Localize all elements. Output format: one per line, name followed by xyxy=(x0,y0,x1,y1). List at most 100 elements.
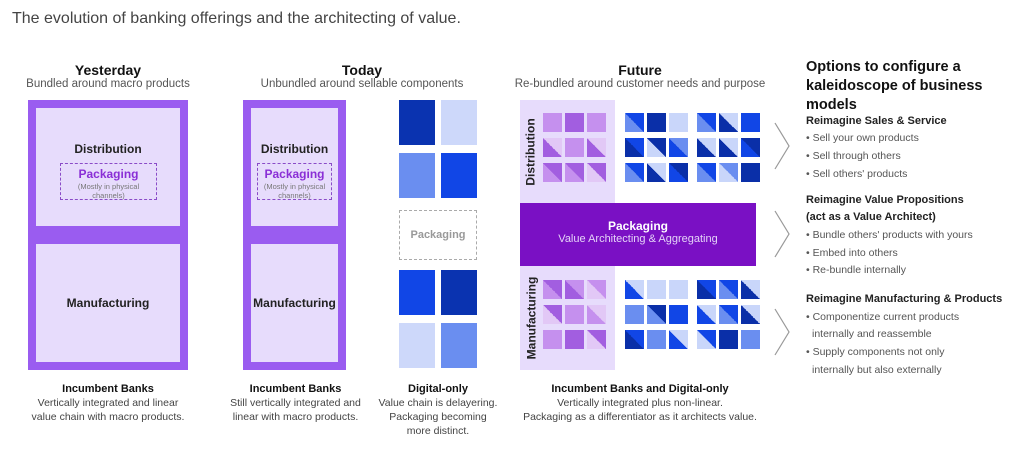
kaleidoscope-tile xyxy=(741,305,760,324)
kaleidoscope-tile xyxy=(587,113,606,132)
kaleidoscope-tile xyxy=(741,280,760,299)
caption-line: Packaging becoming xyxy=(389,411,487,423)
option-group-title: Reimagine Value Propositions xyxy=(806,194,964,206)
manufacturing-panel: Manufacturing xyxy=(251,244,338,362)
caption-title: Incumbent Banks xyxy=(249,383,342,395)
caption-line: value chain with macro products. xyxy=(31,411,185,423)
kaleidoscope-tile xyxy=(697,113,716,132)
component-square xyxy=(441,323,477,368)
packaging-box: Packaging(Mostly in physical channels) xyxy=(257,163,332,200)
kaleidoscope-tile xyxy=(625,280,644,299)
packaging-note: (Mostly in physical channels) xyxy=(77,182,140,200)
kaleidoscope-tile xyxy=(565,280,584,299)
kaleidoscope-tile xyxy=(625,138,644,157)
option-item: • Embed into others xyxy=(806,247,898,259)
yesterday-heading: Yesterday xyxy=(74,62,142,78)
component-square xyxy=(399,270,435,315)
option-group-title: Reimagine Sales & Service xyxy=(806,115,947,127)
kaleidoscope-tile xyxy=(697,330,716,349)
kaleidoscope-tile xyxy=(741,163,760,182)
caption-line: Packaging as a differentiator as it arch… xyxy=(523,411,757,423)
today-heading: Today xyxy=(341,62,383,78)
kaleidoscope-tile xyxy=(543,305,562,324)
manufacturing-label: Manufacturing xyxy=(66,296,150,310)
kaleidoscope-tile xyxy=(625,113,644,132)
future-heading: Future xyxy=(618,62,662,78)
kaleidoscope-tile xyxy=(587,163,606,182)
option-item: internally and reassemble xyxy=(812,328,932,340)
page-title: The evolution of banking offerings and t… xyxy=(12,10,461,27)
kaleidoscope-tile xyxy=(669,305,688,324)
component-square xyxy=(399,153,435,198)
kaleidoscope-tile xyxy=(719,138,738,157)
chevron-right-icon xyxy=(774,122,790,170)
kaleidoscope-tile xyxy=(719,113,738,132)
kaleidoscope-tile xyxy=(565,113,584,132)
kaleidoscope-tile xyxy=(587,330,606,349)
manufacturing-panel: Manufacturing xyxy=(36,244,180,362)
caption-line: Still vertically integrated and xyxy=(230,397,361,409)
kaleidoscope-tile xyxy=(543,163,562,182)
distribution-vertical: Distribution xyxy=(522,112,540,192)
distribution-panel: Distribution xyxy=(251,108,338,226)
caption-line: Vertically integrated plus non-linear. xyxy=(557,397,723,409)
kaleidoscope-tile xyxy=(587,280,606,299)
kaleidoscope-tile xyxy=(647,163,666,182)
option-item: • Sell others' products xyxy=(806,168,908,180)
kaleidoscope-tile xyxy=(669,280,688,299)
kaleidoscope-tile xyxy=(647,305,666,324)
kaleidoscope-tile xyxy=(543,330,562,349)
kaleidoscope-tile xyxy=(741,330,760,349)
component-square xyxy=(399,100,435,145)
caption-title: Incumbent Banks xyxy=(62,383,154,395)
option-item: • Bundle others' products with yours xyxy=(806,229,973,241)
kaleidoscope-tile xyxy=(669,113,688,132)
option-item: internally but also externally xyxy=(812,364,942,376)
kaleidoscope-tile xyxy=(697,280,716,299)
kaleidoscope-tile xyxy=(543,138,562,157)
manufacturing-label: Manufacturing xyxy=(524,276,539,360)
packaging-label: Packaging xyxy=(607,219,669,233)
kaleidoscope-tile xyxy=(669,138,688,157)
packaging-sublabel: Value Architecting & Aggregating xyxy=(558,233,718,245)
kaleidoscope-tile xyxy=(587,138,606,157)
caption-line: linear with macro products. xyxy=(232,411,359,423)
kaleidoscope-tile xyxy=(741,113,760,132)
component-square xyxy=(441,153,477,198)
caption-title: Digital-only xyxy=(408,383,468,395)
manufacturing-label: Manufacturing xyxy=(253,296,336,310)
today-subtitle: Unbundled around sellable components xyxy=(260,78,464,90)
option-item: • Sell your own products xyxy=(806,132,919,144)
kaleidoscope-tile xyxy=(625,163,644,182)
caption-title: Incumbent Banks and Digital-only xyxy=(551,383,729,395)
option-item: • Componentize current products xyxy=(806,311,960,323)
distribution-label: Distribution xyxy=(524,118,539,186)
kaleidoscope-tile xyxy=(719,163,738,182)
packaging-label: Packaging xyxy=(78,167,139,181)
kaleidoscope-tile xyxy=(625,305,644,324)
option-group-title: (act as a Value Architect) xyxy=(806,211,936,223)
today-stack: Distribution Packaging(Mostly in physica… xyxy=(243,100,346,370)
future-subtitle: Re-bundled around customer needs and pur… xyxy=(514,78,766,90)
kaleidoscope-tile xyxy=(669,330,688,349)
packaging-band: Packaging Value Architecting & Aggregati… xyxy=(520,203,756,266)
caption-line: more distinct. xyxy=(406,425,470,437)
kaleidoscope-tile xyxy=(697,163,716,182)
distribution-label: Distribution xyxy=(260,142,329,156)
distribution-label: Distribution xyxy=(74,142,142,156)
component-square xyxy=(441,270,477,315)
option-item: • Sell through others xyxy=(806,150,901,162)
kaleidoscope-tile xyxy=(565,163,584,182)
kaleidoscope-tile xyxy=(647,280,666,299)
kaleidoscope-tile xyxy=(565,330,584,349)
kaleidoscope-tile xyxy=(647,113,666,132)
option-item: • Supply components not only xyxy=(806,346,945,358)
kaleidoscope-tile xyxy=(719,330,738,349)
kaleidoscope-tile xyxy=(669,163,688,182)
kaleidoscope-tile xyxy=(587,305,606,324)
kaleidoscope-tile xyxy=(697,138,716,157)
